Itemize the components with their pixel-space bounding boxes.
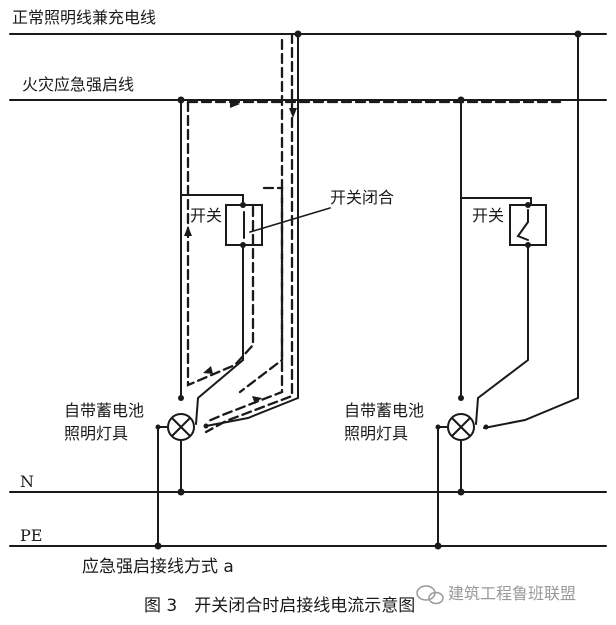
lamp-right-label-line2: 照明灯具	[344, 424, 409, 443]
arrow-icon	[184, 226, 192, 236]
fire-line-label: 火灾应急强启线	[22, 75, 135, 94]
wechat-icon	[416, 585, 444, 605]
arrow-icon	[289, 108, 297, 118]
junction-dot	[177, 96, 185, 104]
lamp-right-cross	[451, 417, 471, 437]
normal-line-label: 正常照明线兼充电线	[12, 8, 157, 27]
lamp-left-cross	[171, 417, 191, 437]
figure-caption: 图 3 开关闭合时启接线电流示意图	[144, 596, 416, 616]
junction-dot	[483, 424, 489, 430]
pe-line-label: PE	[20, 526, 43, 545]
left-switch-wire-out	[195, 244, 244, 425]
n-line-label: N	[20, 472, 34, 491]
right-normal-to-lamp	[483, 397, 579, 429]
junction-dot	[525, 202, 531, 208]
lamp-left-label-line2: 照明灯具	[64, 424, 129, 443]
junction-dot	[457, 96, 465, 104]
junction-dot	[178, 395, 184, 401]
lamp-right-label-line1: 自带蓄电池	[344, 401, 425, 420]
arrow-icon	[203, 366, 213, 374]
junction-dot	[457, 488, 465, 496]
junction-dot	[434, 542, 442, 550]
junction-dot	[294, 30, 302, 38]
method-label: 应急强启接线方式 a	[82, 557, 234, 577]
switch-closed-label: 开关闭合	[330, 188, 395, 207]
right-switch-contact	[516, 209, 529, 241]
switch-left-label: 开关	[190, 206, 223, 225]
junction-dot	[155, 424, 161, 430]
junction-dot	[154, 542, 162, 550]
junction-dot	[435, 424, 441, 430]
left-normal-to-lamp	[205, 397, 299, 427]
junction-dot	[177, 488, 185, 496]
right-switch-wire-out	[475, 244, 529, 425]
right-switch-wire-in	[460, 197, 532, 399]
junction-dot	[240, 242, 246, 248]
arrow-icon	[252, 396, 262, 404]
junction-dot	[574, 30, 582, 38]
right-lamp-to-pe	[437, 426, 449, 547]
left-current-path-loop	[238, 186, 284, 394]
arrow-icon	[230, 100, 240, 108]
junction-dot	[203, 423, 209, 429]
left-current-path-outer	[204, 32, 294, 434]
switch-right-label: 开关	[472, 206, 505, 225]
junction-dot	[458, 395, 464, 401]
switch-closed-pointer	[249, 207, 331, 233]
junction-dot	[525, 242, 531, 248]
left-switch-wire-in	[180, 194, 244, 399]
lamp-left-label-line1: 自带蓄电池	[64, 401, 145, 420]
left-lamp-to-pe	[157, 426, 169, 547]
junction-dot	[240, 202, 246, 208]
watermark-text: 建筑工程鲁班联盟	[448, 584, 577, 603]
left-current-path-switch	[186, 100, 255, 387]
